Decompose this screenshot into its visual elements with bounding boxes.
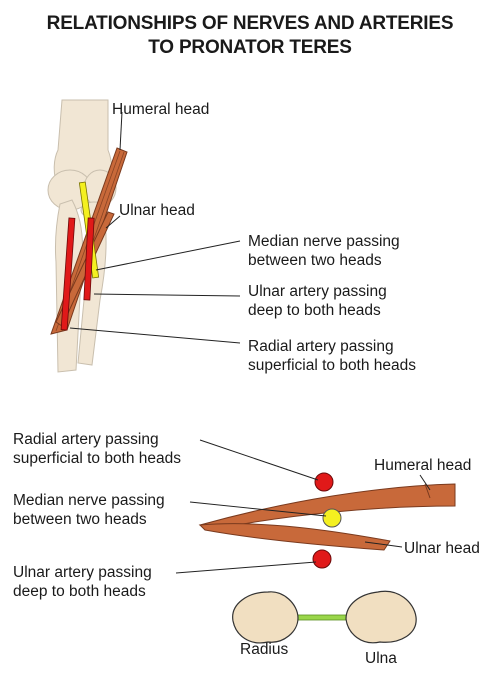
leader-top-radial-artery bbox=[69, 327, 241, 344]
diagram-title-line-2: TO PRONATOR TERES bbox=[148, 37, 352, 58]
bottom-ulnar-artery bbox=[312, 549, 332, 569]
bottom-radial-artery bbox=[314, 472, 334, 492]
leader-bottom-ulnar-artery bbox=[175, 561, 317, 574]
label-top-median-nerve-line-1: Median nerve passing bbox=[248, 233, 400, 250]
label-bottom-radial-artery-line-1: Radial artery passing bbox=[13, 431, 159, 448]
label-top-ulnar-artery-line-2: deep to both heads bbox=[248, 302, 381, 319]
label-bottom-radial-artery-line-2: superficial to both heads bbox=[13, 450, 182, 467]
leader-top-ulnar-artery bbox=[93, 293, 241, 297]
label-bottom-humeral-head: Humeral head bbox=[374, 457, 472, 474]
label-radius: Radius bbox=[240, 641, 289, 658]
label-bottom-ulnar-artery-line-1: Ulnar artery passing bbox=[13, 564, 152, 581]
label-ulna: Ulna bbox=[365, 650, 397, 667]
interosseous-membrane bbox=[295, 614, 351, 621]
diagram-title-line-1: RELATIONSHIPS OF NERVES AND ARTERIES bbox=[46, 13, 454, 34]
label-top-median-nerve-line-2: between two heads bbox=[248, 252, 382, 269]
label-top-humeral-head: Humeral head bbox=[112, 101, 210, 118]
top-radial-artery bbox=[60, 217, 76, 331]
leader-bottom-median-nerve bbox=[189, 501, 327, 517]
leader-top-ulnar-head bbox=[105, 215, 121, 229]
top-ulnar-artery bbox=[83, 217, 95, 301]
leader-bottom-radial-artery bbox=[199, 439, 319, 481]
label-top-radial-artery-line-2: superficial to both heads bbox=[248, 357, 417, 374]
label-bottom-ulnar-head: Ulnar head bbox=[404, 540, 480, 557]
bottom-median-nerve bbox=[322, 508, 342, 528]
leader-bottom-ulnar-head bbox=[364, 541, 403, 548]
label-top-ulnar-artery-line-1: Ulnar artery passing bbox=[248, 283, 387, 300]
bottom-humeral-head-muscle bbox=[198, 483, 456, 531]
label-bottom-median-nerve-line-2: between two heads bbox=[13, 511, 147, 528]
label-top-ulnar-head: Ulnar head bbox=[119, 202, 195, 219]
label-bottom-ulnar-artery-line-2: deep to both heads bbox=[13, 583, 146, 600]
label-top-radial-artery-line-1: Radial artery passing bbox=[248, 338, 394, 355]
radius-cross-section bbox=[232, 591, 299, 644]
leader-bottom-humeral-head bbox=[419, 474, 431, 491]
ulna-cross-section bbox=[345, 590, 417, 644]
bottom-ulnar-head-muscle bbox=[198, 523, 391, 551]
leader-top-humeral-head bbox=[119, 111, 123, 151]
leader-top-median-nerve bbox=[95, 240, 241, 271]
label-bottom-median-nerve-line-1: Median nerve passing bbox=[13, 492, 165, 509]
